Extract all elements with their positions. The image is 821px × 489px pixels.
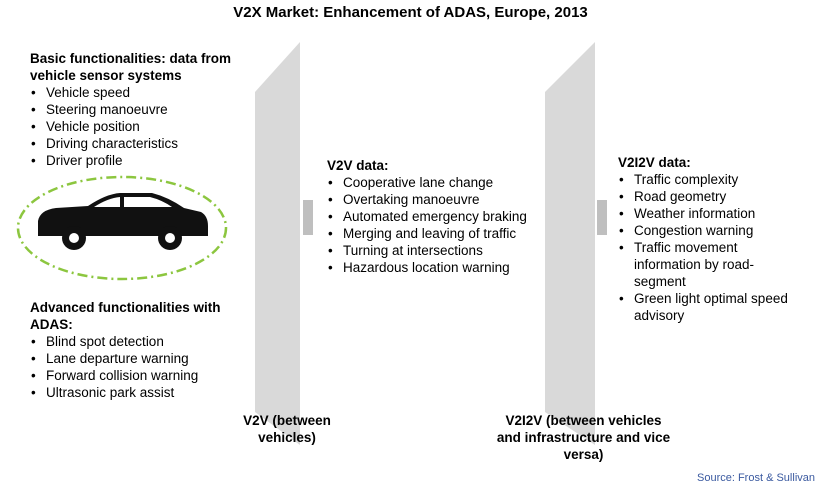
list-item: Driver profile bbox=[30, 152, 240, 169]
list-item: Turning at intersections bbox=[327, 242, 547, 259]
vehicle-ellipse bbox=[16, 175, 228, 281]
v2v-heading: V2V data: bbox=[327, 158, 389, 173]
list-item: Vehicle speed bbox=[30, 84, 240, 101]
advanced-heading: Advanced functionalities with ADAS: bbox=[30, 300, 221, 332]
v2i2v-panel bbox=[545, 42, 595, 445]
list-item: Forward collision warning bbox=[30, 367, 240, 384]
basic-section: Basic functionalities: data from vehicle… bbox=[30, 50, 240, 169]
list-item: Traffic complexity bbox=[618, 171, 803, 188]
list-item: Driving characteristics bbox=[30, 135, 240, 152]
v2v-section: V2V data: Cooperative lane change Overta… bbox=[327, 157, 547, 276]
v2v-list: Cooperative lane change Overtaking manoe… bbox=[327, 174, 547, 276]
list-item: Congestion warning bbox=[618, 222, 803, 239]
list-item: Cooperative lane change bbox=[327, 174, 547, 191]
list-item: Lane departure warning bbox=[30, 350, 240, 367]
list-item: Hazardous location warning bbox=[327, 259, 547, 276]
v2i2v-connector bbox=[597, 200, 607, 235]
v2v-panel bbox=[255, 42, 300, 445]
list-item: Automated emergency braking bbox=[327, 208, 547, 225]
advanced-list: Blind spot detection Lane departure warn… bbox=[30, 333, 240, 401]
v2i2v-heading: V2I2V data: bbox=[618, 155, 691, 170]
v2i2v-caption: V2I2V (between vehicles and infrastructu… bbox=[496, 413, 671, 462]
list-item: Blind spot detection bbox=[30, 333, 240, 350]
list-item: Weather information bbox=[618, 205, 803, 222]
list-item: Vehicle position bbox=[30, 118, 240, 135]
v2v-connector bbox=[303, 200, 313, 235]
car-icon bbox=[38, 193, 208, 250]
v2v-caption: V2V (between vehicles) bbox=[243, 413, 331, 445]
list-item: Ultrasonic park assist bbox=[30, 384, 240, 401]
basic-heading: Basic functionalities: data from vehicle… bbox=[30, 51, 232, 83]
list-item: Overtaking manoeuvre bbox=[327, 191, 547, 208]
page-title: V2X Market: Enhancement of ADAS, Europe,… bbox=[233, 4, 588, 21]
list-item: Green light optimal speed advisory bbox=[618, 290, 803, 324]
v2i2v-list: Traffic complexity Road geometry Weather… bbox=[618, 171, 803, 324]
list-item: Merging and leaving of traffic bbox=[327, 225, 547, 242]
list-item: Steering manoeuvre bbox=[30, 101, 240, 118]
list-item: Traffic movement information by road-seg… bbox=[618, 239, 803, 290]
list-item: Road geometry bbox=[618, 188, 803, 205]
source-note: Source: Frost & Sullivan bbox=[697, 472, 815, 484]
basic-list: Vehicle speed Steering manoeuvre Vehicle… bbox=[30, 84, 240, 169]
v2i2v-section: V2I2V data: Traffic complexity Road geom… bbox=[618, 154, 803, 324]
advanced-section: Advanced functionalities with ADAS: Blin… bbox=[30, 299, 240, 401]
